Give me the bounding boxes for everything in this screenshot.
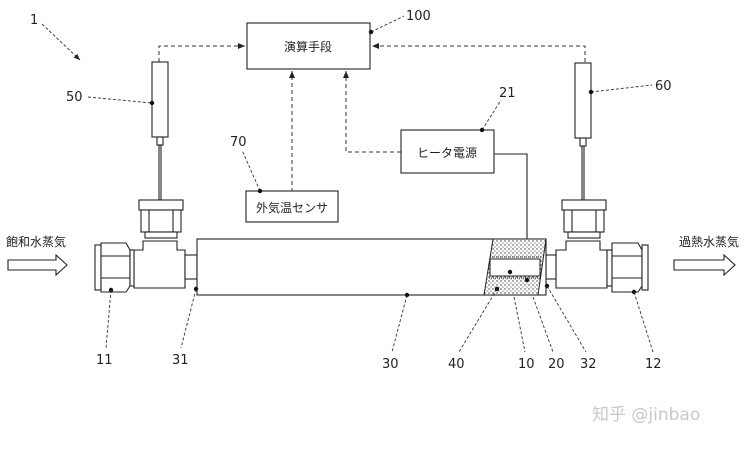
outside-temp-sensor-box: [245, 190, 339, 223]
outside-temp-sensor-numeral: 70: [230, 135, 247, 150]
outlet-nut-collar: [606, 249, 613, 287]
computing-unit-label: 演算手段: [284, 39, 332, 54]
signal-line-sensor-60: [372, 43, 586, 62]
outlet-tee-top-collar: [567, 231, 601, 239]
callout-32-label: 32: [580, 357, 597, 372]
callout-20-label: 20: [548, 357, 565, 372]
inlet-nut: [100, 242, 131, 293]
heater-power-label: ヒータ電源: [417, 146, 477, 160]
outlet-sensor-neck: [579, 137, 587, 147]
callout-31-leader: [180, 288, 197, 349]
inlet-flow-arrow: [7, 253, 68, 277]
inlet-temperature-sensor: 50: [66, 61, 169, 200]
outlet-nut: [611, 242, 643, 293]
inlet-sensor-body: [151, 61, 169, 138]
inlet-flow: 飽和水蒸気: [6, 234, 68, 277]
inlet-sensor-dot: [149, 100, 155, 106]
computing-unit-box: [246, 22, 371, 70]
main-pipe: [196, 238, 547, 296]
callout-12-label: 12: [645, 357, 662, 372]
callout-10-label: 10: [518, 357, 535, 372]
callout-40-label: 40: [448, 357, 465, 372]
inlet-nut-cap: [94, 244, 102, 291]
callout-40-leader: [458, 288, 498, 353]
computing-unit-leader: [370, 15, 405, 33]
callout-30-leader: [391, 294, 408, 353]
heater-power-numeral: 21: [499, 86, 516, 101]
callout-12-leader: [633, 291, 654, 353]
heater-power-block: ヒータ電源 21: [400, 86, 528, 252]
inlet-tee-top-nut: [140, 209, 182, 233]
inner-pipe-cutaway: [489, 258, 541, 277]
callout-10-dot: [507, 269, 513, 275]
system-reference: 1: [30, 13, 81, 61]
signal-lines: [158, 43, 586, 192]
computing-unit-numeral: 100: [406, 9, 431, 24]
callout-20-leader: [532, 296, 554, 353]
outlet-tee-body: [555, 240, 608, 289]
outside-temp-sensor-label: 外気温センサ: [256, 200, 328, 215]
outlet-flow-label: 過熱水蒸気: [679, 234, 739, 249]
inlet-tee-top-collar: [144, 231, 178, 239]
outlet-tee-stub: [545, 254, 557, 280]
outside-temp-sensor-block: 外気温センサ 70: [230, 135, 339, 223]
outlet-sensor-leader: [590, 84, 653, 93]
watermark: 知乎 @jinbao: [592, 405, 700, 425]
computing-unit-block: 演算手段 100: [246, 9, 431, 70]
outlet-flow: 過熱水蒸気: [673, 234, 739, 277]
callout-11-label: 11: [96, 353, 113, 368]
signal-line-heater-power: [343, 71, 401, 153]
callout-20-dot: [524, 277, 530, 283]
system-numeral: 1: [30, 13, 38, 28]
outlet-sensor-body: [574, 62, 592, 139]
callout-30-label: 30: [382, 357, 399, 372]
inlet-sensor-numeral: 50: [66, 90, 83, 105]
outlet-tee-top-nut-cap: [561, 199, 607, 211]
outside-temp-sensor-dot: [257, 188, 263, 194]
inlet-sensor-leader: [87, 96, 153, 104]
callout-10-leader: [513, 296, 526, 353]
inlet-tee-body: [133, 240, 186, 289]
heater-power-leader: [481, 99, 502, 131]
signal-line-sensor-50: [158, 43, 245, 62]
heater-power-dot: [479, 127, 485, 133]
computing-unit-dot: [368, 29, 374, 35]
heater-power-box: [400, 129, 495, 174]
system-leader-arrow: [41, 23, 81, 61]
inlet-sensor-neck: [156, 136, 164, 146]
outside-temp-sensor-leader: [241, 149, 261, 192]
outlet-flow-arrow: [673, 253, 736, 277]
outlet-sensor-numeral: 60: [655, 79, 672, 94]
callout-11-leader: [105, 289, 112, 349]
inlet-tee-fitting: [94, 199, 198, 293]
part-callouts: 11 31 30 40 10 20 32 12: [96, 269, 662, 372]
heater-power-wire: [494, 153, 528, 252]
outlet-temperature-sensor: 60: [574, 62, 672, 200]
inlet-tee-top-nut-cap: [138, 199, 184, 211]
callout-31-label: 31: [172, 353, 189, 368]
callout-32-leader: [546, 285, 587, 353]
outlet-tee-top-nut: [563, 209, 605, 233]
inlet-nut-collar: [129, 249, 135, 287]
outlet-sensor-dot: [588, 89, 594, 95]
inlet-flow-label: 飽和水蒸気: [6, 234, 66, 249]
outlet-tee-fitting: [545, 199, 649, 293]
inlet-tee-stub: [184, 254, 198, 280]
outlet-nut-cap: [641, 244, 649, 291]
